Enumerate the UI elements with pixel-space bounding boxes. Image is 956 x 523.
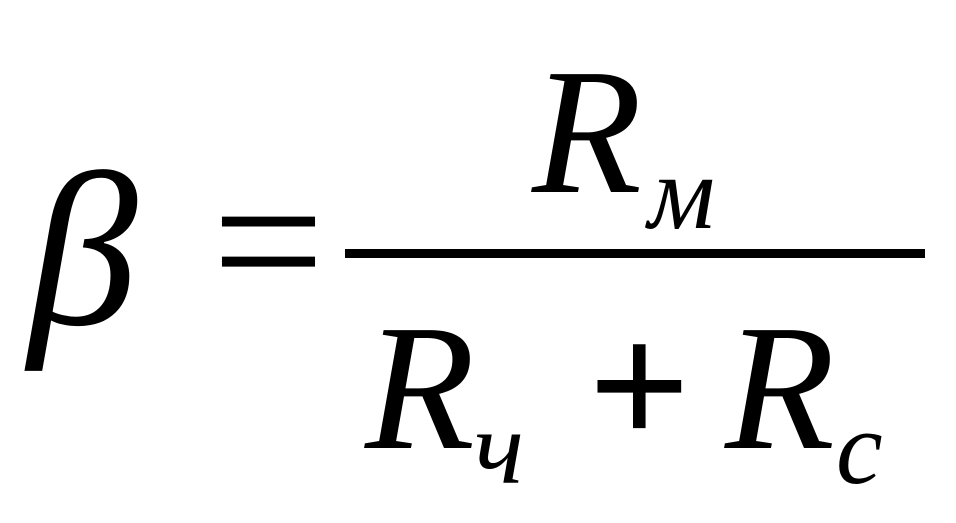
beta-symbol: β bbox=[28, 128, 138, 372]
equals-sign: = bbox=[212, 131, 325, 352]
plus-sign: + bbox=[588, 286, 691, 485]
numerator-symbol: R bbox=[532, 32, 642, 231]
denominator-term2-symbol: R bbox=[725, 288, 835, 487]
denominator-term1-symbol: R bbox=[365, 288, 475, 487]
numerator-subscript: м bbox=[648, 134, 716, 251]
denominator-term1-subscript: ч bbox=[474, 389, 525, 506]
fraction-bar bbox=[345, 249, 925, 258]
denominator-term2-subscript: c bbox=[836, 389, 883, 506]
